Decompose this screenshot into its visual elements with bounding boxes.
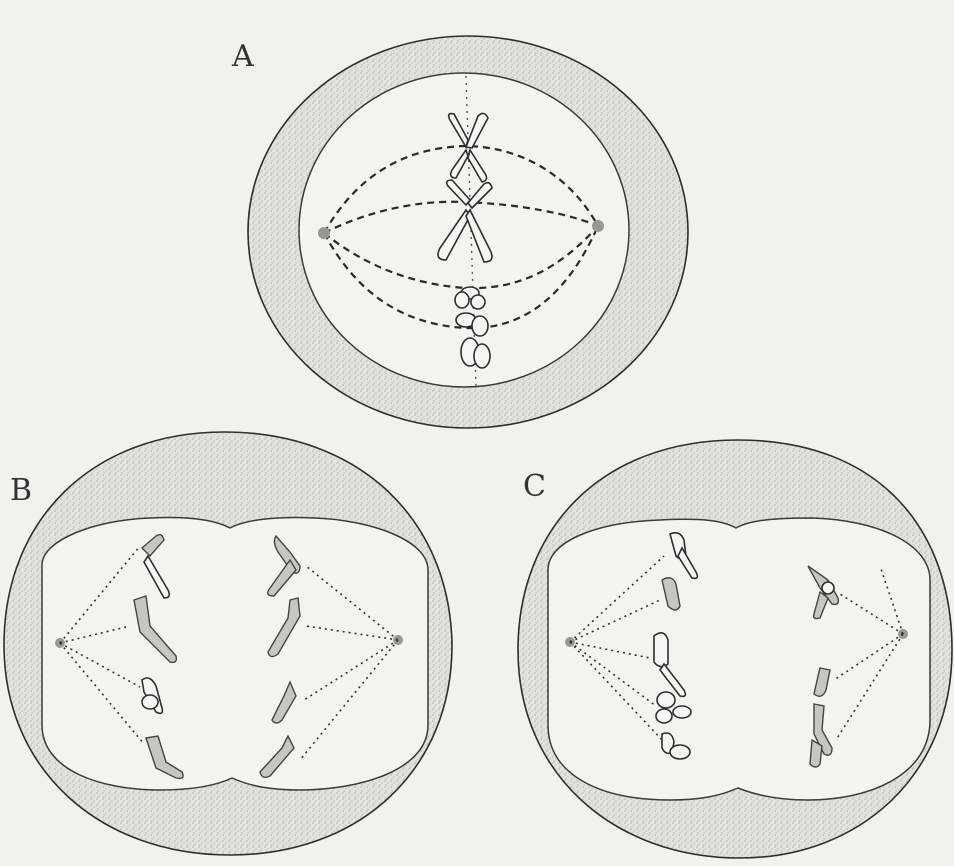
cell-a-pole-right	[592, 220, 604, 232]
cell-c-anaphase	[518, 440, 952, 858]
chromosome	[656, 709, 672, 723]
chromosome	[673, 706, 691, 718]
chromosome	[670, 745, 690, 759]
cell-a-pole-left	[318, 227, 330, 239]
chromosome	[654, 633, 668, 667]
chromosome	[657, 692, 675, 708]
panel-label-a: A	[231, 39, 254, 74]
chromosome	[822, 582, 834, 594]
chromosome	[142, 695, 158, 709]
panel-label-c: C	[523, 469, 546, 504]
cell-a-nucleus	[299, 73, 629, 387]
cell-c-nucleus	[548, 518, 930, 800]
cell-b-anaphase	[4, 432, 452, 855]
panel-label-b: B	[10, 473, 32, 508]
cell-a-metaphase	[248, 36, 688, 428]
cell-b-nucleus	[42, 517, 428, 790]
